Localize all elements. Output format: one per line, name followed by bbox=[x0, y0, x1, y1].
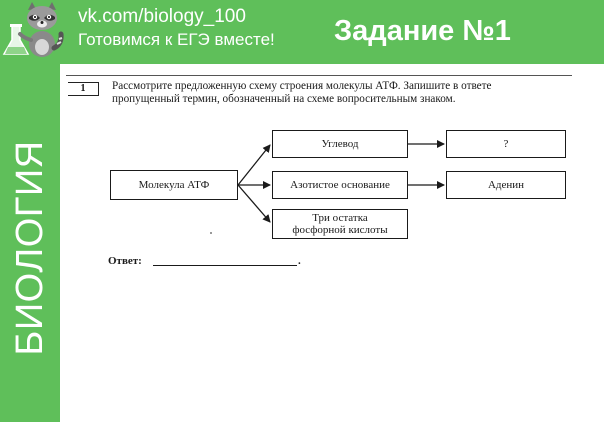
box-carbohydrate: Углевод bbox=[272, 130, 408, 158]
scan-speck bbox=[210, 232, 212, 234]
box-atp-molecule: Молекула АТФ bbox=[110, 170, 238, 200]
raccoon-mascot-icon bbox=[2, 2, 64, 57]
box-carbohydrate-label: Углевод bbox=[321, 138, 359, 150]
subject-label: БИОЛОГИЯ bbox=[9, 140, 51, 356]
box-phosphate-label-2: фосфорной кислоты bbox=[292, 224, 388, 236]
box-unknown-label: ? bbox=[503, 138, 509, 150]
box-adenine: Аденин bbox=[446, 171, 566, 199]
answer-label: Ответ: bbox=[108, 255, 142, 267]
header-bar: vk.com/biology_100 Готовимся к ЕГЭ вмест… bbox=[0, 0, 604, 64]
task-text-line-1: Рассмотрите предложенную схему строения … bbox=[112, 80, 492, 92]
sidebar bbox=[0, 64, 60, 422]
box-nitrogen-base: Азотистое основание bbox=[272, 171, 408, 199]
box-unknown: ? bbox=[446, 130, 566, 158]
brand-url: vk.com/biology_100 bbox=[78, 6, 246, 27]
box-atp-label: Молекула АТФ bbox=[138, 179, 210, 191]
task-text-line-2: пропущенный термин, обозначенный на схем… bbox=[112, 93, 456, 105]
brand-slogan: Готовимся к ЕГЭ вместе! bbox=[78, 30, 275, 49]
top-rule bbox=[66, 75, 572, 76]
answer-end-mark: . bbox=[298, 255, 301, 267]
task-text: Рассмотрите предложенную схему строения … bbox=[112, 80, 572, 106]
box-adenine-label: Аденин bbox=[487, 179, 525, 191]
worksheet-area bbox=[60, 64, 604, 422]
task-title: Задание №1 bbox=[334, 15, 511, 47]
task-number-badge: 1 bbox=[68, 82, 99, 96]
answer-field[interactable] bbox=[153, 265, 297, 266]
box-nitrogen-base-label: Азотистое основание bbox=[290, 179, 390, 191]
box-phosphate: Три остатка фосфорной кислоты bbox=[272, 209, 408, 239]
box-phosphate-label-1: Три остатка bbox=[312, 212, 368, 224]
